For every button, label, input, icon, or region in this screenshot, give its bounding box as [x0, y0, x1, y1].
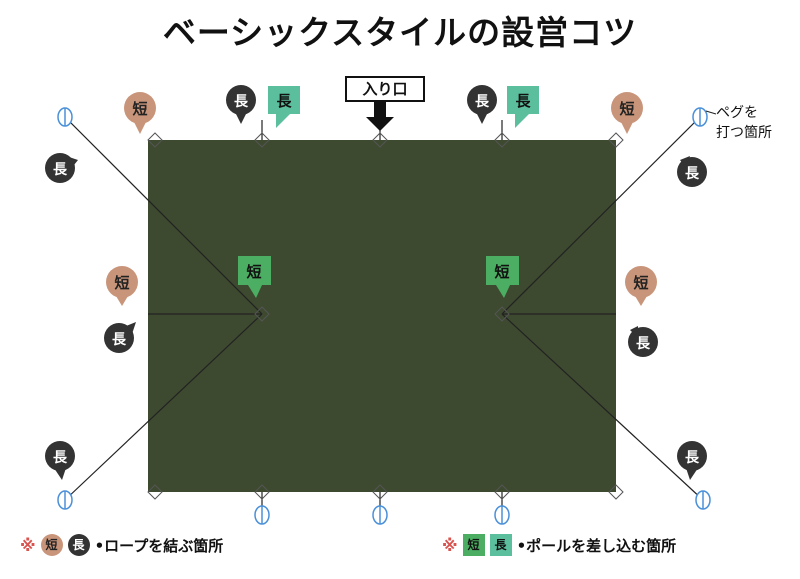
- svg-text:長: 長: [636, 336, 651, 352]
- page-title: ベーシックスタイルの設営コツ: [162, 13, 638, 52]
- short-rope-marker: 短: [106, 266, 138, 306]
- legend-pole: ※ 短 長 •ポールを差し込む箇所: [442, 534, 676, 556]
- long-pole-marker: 長: [507, 86, 539, 128]
- peg-note-line: 打つ箇所: [716, 125, 772, 141]
- svg-text:長: 長: [53, 162, 68, 178]
- svg-text:長: 長: [276, 92, 292, 110]
- svg-text:短: 短: [132, 100, 147, 118]
- svg-text:短: 短: [114, 274, 129, 292]
- peg-icon: [372, 505, 388, 525]
- attachment-points: [147, 132, 624, 500]
- long-rope-marker: 長: [467, 85, 497, 124]
- short-pole-marker: 短: [486, 256, 519, 298]
- short-rope-marker: 短: [124, 92, 156, 134]
- svg-text:長: 長: [112, 332, 127, 348]
- svg-text:長: 長: [53, 450, 68, 466]
- peg-icon: [695, 490, 711, 510]
- legend-long-pole-icon: 長: [489, 534, 512, 556]
- entrance-arrow: [366, 100, 394, 131]
- long-rope-marker: 長: [628, 326, 658, 357]
- svg-text:長: 長: [685, 166, 700, 182]
- tent-body: [148, 140, 616, 492]
- legend-mark: ※: [20, 535, 36, 555]
- peg-icon: [494, 505, 510, 525]
- short-pole-marker: 短: [238, 256, 271, 298]
- svg-text:短: 短: [246, 263, 261, 281]
- svg-text:短: 短: [619, 100, 634, 118]
- long-pole-marker: 長: [268, 86, 300, 128]
- peg-icon: [57, 490, 73, 510]
- peg-icon: [254, 505, 270, 525]
- legend-short-pole-icon: 短: [462, 534, 485, 556]
- legend-rope-text: •ロープを結ぶ箇所: [94, 536, 224, 555]
- long-rope-marker: 長: [677, 156, 707, 187]
- peg-icon: [57, 107, 73, 127]
- long-rope-marker: 長: [104, 322, 136, 353]
- long-rope-marker: 長: [45, 441, 75, 480]
- legend-rope: ※ 短 長 •ロープを結ぶ箇所: [20, 534, 223, 556]
- legend-short-rope-icon: 短: [40, 534, 63, 556]
- long-rope-marker: 長: [677, 441, 707, 480]
- svg-text:短: 短: [494, 263, 509, 281]
- short-rope-marker: 短: [611, 92, 643, 134]
- long-rope-marker: 長: [45, 153, 78, 183]
- short-rope-marker: 短: [625, 266, 657, 306]
- peg-icon: [692, 107, 708, 127]
- legend-mark: ※: [442, 535, 458, 555]
- legend-pole-text: •ポールを差し込む箇所: [516, 536, 677, 555]
- peg-note: ペグを 打つ箇所: [716, 103, 772, 143]
- entrance-label: 入り口: [345, 76, 425, 102]
- peg-note-line: ペグを: [716, 105, 758, 121]
- svg-text:長: 長: [515, 92, 531, 110]
- svg-text:長: 長: [685, 450, 700, 466]
- svg-text:長: 長: [234, 94, 249, 110]
- svg-text:長: 長: [475, 94, 490, 110]
- long-rope-marker: 長: [226, 85, 256, 124]
- svg-text:短: 短: [633, 274, 648, 292]
- legend-long-rope-icon: 長: [67, 534, 90, 556]
